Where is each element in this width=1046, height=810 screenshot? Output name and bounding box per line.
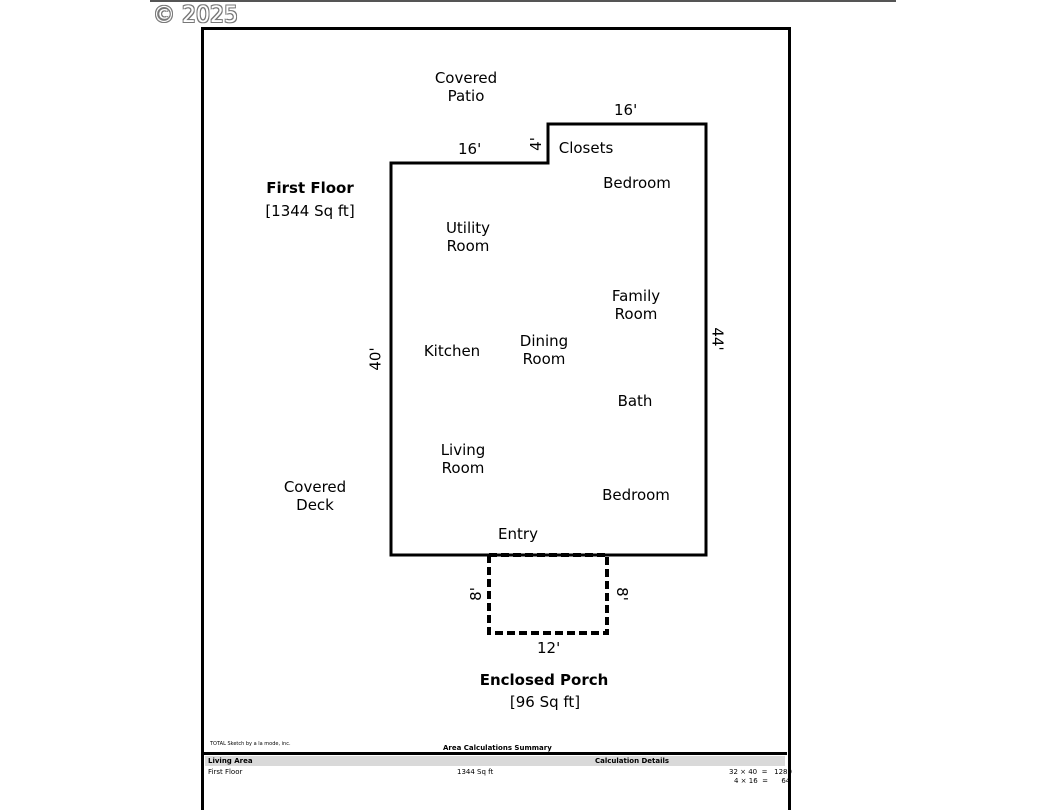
- bedroom-top-label: Bedroom: [603, 174, 671, 192]
- kitchen-label: Kitchen: [423, 342, 481, 360]
- floor-plan-sheet: [201, 27, 791, 810]
- living-room-label: Living Room: [423, 441, 503, 477]
- closets-label: Closets: [558, 139, 614, 157]
- entry-label: Entry: [498, 525, 538, 543]
- first-floor-area: [1344 Sq ft]: [265, 202, 355, 220]
- dining-room-label: Dining Room: [504, 332, 584, 368]
- summary-header-calc-details: Calculation Details: [595, 757, 670, 765]
- top-rule: [150, 0, 896, 2]
- utility-room-line1: Utility: [445, 219, 491, 237]
- dimension-left: 40': [366, 347, 385, 371]
- area-summary-title: Area Calculations Summary: [443, 744, 552, 752]
- family-room-line2: Room: [614, 305, 658, 323]
- floor-plan-drawing: [389, 122, 708, 635]
- dimension-porch-bottom: 12': [537, 639, 561, 657]
- first-floor-title: First Floor: [266, 179, 354, 197]
- bedroom-bottom-label: Bedroom: [602, 486, 670, 504]
- living-room-line1: Living: [440, 441, 486, 459]
- covered-deck-label: Covered Deck: [275, 478, 355, 514]
- summary-divider: [203, 752, 787, 755]
- covered-patio-label: Covered Patio: [426, 69, 506, 105]
- covered-deck-line2: Deck: [296, 496, 334, 514]
- family-room-line1: Family: [611, 287, 661, 305]
- summary-calc-line-1: 32 × 40 = 1280: [729, 768, 792, 776]
- utility-room-line2: Room: [446, 237, 490, 255]
- summary-row-area: 1344 Sq ft: [457, 768, 494, 776]
- dining-room-line2: Room: [522, 350, 566, 368]
- dimension-porch-left: 8': [466, 587, 485, 601]
- dimension-right: 44': [708, 327, 727, 351]
- dimension-top-right: 16': [614, 101, 638, 119]
- summary-row-name: First Floor: [208, 768, 243, 776]
- bath-label: Bath: [617, 392, 653, 410]
- enclosed-porch-outline: [487, 555, 609, 635]
- covered-deck-line1: Covered: [283, 478, 347, 496]
- utility-room-label: Utility Room: [428, 219, 508, 255]
- enclosed-porch-title: Enclosed Porch: [479, 671, 609, 689]
- summary-calc-line-2: 4 × 16 = 64: [734, 777, 791, 785]
- enclosed-porch-area: [96 Sq ft]: [509, 693, 581, 711]
- dining-room-line1: Dining: [519, 332, 569, 350]
- dimension-porch-right: 8': [612, 587, 631, 601]
- dimension-top-left: 16': [458, 140, 482, 158]
- summary-header-bar: [205, 756, 785, 766]
- summary-header-living-area: Living Area: [208, 757, 253, 765]
- family-room-label: Family Room: [596, 287, 676, 323]
- covered-patio-line1: Covered: [434, 69, 498, 87]
- living-room-line2: Room: [441, 459, 485, 477]
- dimension-notch: 4': [526, 137, 545, 151]
- copyright-watermark: © 2025: [153, 3, 238, 28]
- covered-patio-line2: Patio: [447, 87, 485, 105]
- first-floor-outline: [389, 122, 708, 557]
- sketch-credit: TOTAL Sketch by a la mode, inc.: [210, 741, 291, 747]
